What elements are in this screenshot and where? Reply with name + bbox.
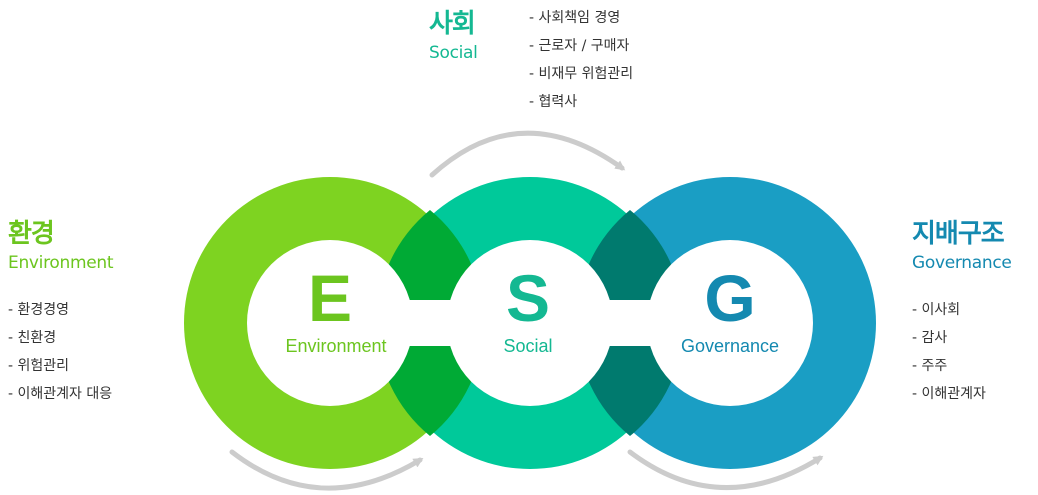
social-subtitle: Social [429,43,478,63]
social-title: 사회 [429,9,476,39]
social-governance-overlap [576,210,684,436]
list-item: - 주주 [912,358,948,374]
list-item: - 이해관계자 대응 [8,386,113,402]
list-item: - 환경경영 [8,302,70,318]
environment-section: 환경 Environment - 환경경영 - 친환경 - 위험관리 - 이해관… [8,218,114,408]
circle-letter-e: E [308,261,352,335]
social-section: 사회 Social [429,8,478,64]
arrow-top-icon [429,130,626,178]
social-items: - 사회책임 경영 - 근로자 / 구매자 - 비재무 위험관리 - 협력사 [529,4,633,116]
environment-social-overlap [376,210,484,436]
environment-items: - 환경경영 - 친환경 - 위험관리 - 이해관계자 대응 [8,296,113,408]
list-item: - 이사회 [912,302,961,318]
circle-letter-g: G [704,261,755,335]
governance-items: - 이사회 - 감사 - 주주 - 이해관계자 [912,296,1012,408]
list-item: - 친환경 [8,330,57,346]
rings [184,177,876,469]
governance-title: 지배구조 [912,219,1005,249]
circle-letter-s: S [506,261,550,335]
list-item: - 위험관리 [8,358,70,374]
circle-label-social: Social [503,336,552,356]
governance-section: 지배구조 Governance - 이사회 - 감사 - 주주 - 이해관계자 [912,218,1012,408]
list-item: - 비재무 위험관리 [529,66,634,82]
circle-label-environment: Environment [285,336,386,356]
list-item: - 근로자 / 구매자 [529,38,630,54]
environment-title: 환경 [8,219,55,249]
environment-subtitle: Environment [8,253,114,273]
arrow-bottom-left-icon [229,449,424,491]
list-item: - 이해관계자 [912,386,986,402]
circle-label-governance: Governance [681,336,779,356]
governance-subtitle: Governance [912,253,1012,273]
arrow-bottom-right-icon [627,449,824,491]
list-item: - 협력사 [529,94,578,110]
list-item: - 감사 [912,330,948,346]
list-item: - 사회책임 경영 [529,10,621,26]
